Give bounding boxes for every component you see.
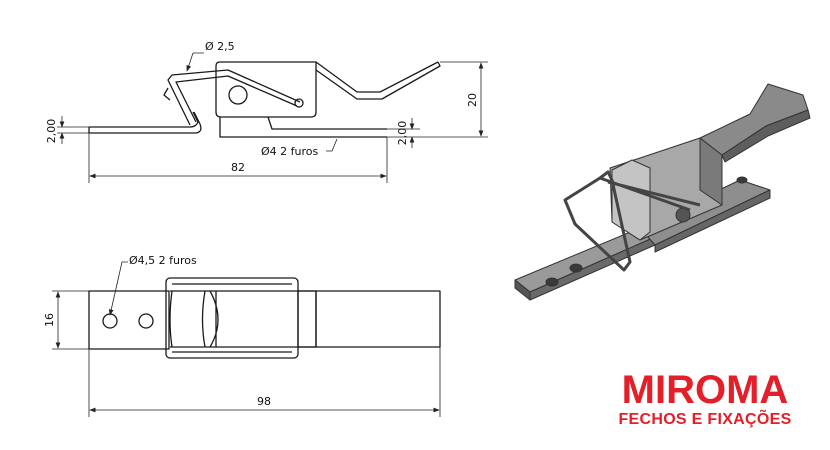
dim-thickness-right-label: 2,00 [396, 121, 409, 146]
brand-logo: MIROMA FECHOS E FIXAÇÕES [612, 370, 798, 430]
leader-wire [187, 52, 204, 71]
mounting-hole [138, 313, 154, 329]
logo-name: MIROMA [621, 368, 789, 412]
wire-hook [167, 69, 301, 126]
hinge [297, 290, 317, 348]
lever [315, 61, 441, 100]
base-plate-left [88, 111, 202, 134]
leader-holes [326, 138, 338, 152]
base-plate-right [219, 116, 387, 138]
small-tab [163, 87, 171, 101]
leader-holes [108, 261, 128, 316]
catch-box [215, 61, 317, 118]
dim-length-label: 98 [257, 395, 271, 408]
dim-length-label: 82 [231, 161, 245, 174]
lever-strip [315, 290, 441, 348]
holes-note-side: Ø4 2 furos [261, 145, 319, 158]
top-view: 16 98 Ø4,5 2 furos [43, 254, 441, 417]
wire-loop [169, 290, 219, 348]
wire-end [294, 98, 304, 108]
isometric-view [514, 83, 811, 301]
dim-width-label: 16 [43, 313, 56, 327]
holes-note-top: Ø4,5 2 furos [129, 254, 197, 267]
side-view: 82 20 2,00 2,00 Ø 2,5 Ø4 2 furos [45, 40, 488, 183]
base-plate [88, 290, 170, 350]
dim-thickness-left-label: 2,00 [45, 119, 58, 144]
mounting-hole [102, 313, 118, 329]
catch-body [165, 277, 299, 359]
logo-tagline: FECHOS E FIXAÇÕES [618, 411, 792, 428]
body-edges [170, 283, 316, 353]
pivot-circle [228, 85, 248, 105]
wire-diameter-label: Ø 2,5 [205, 40, 235, 53]
dim-height-label: 20 [466, 93, 479, 107]
